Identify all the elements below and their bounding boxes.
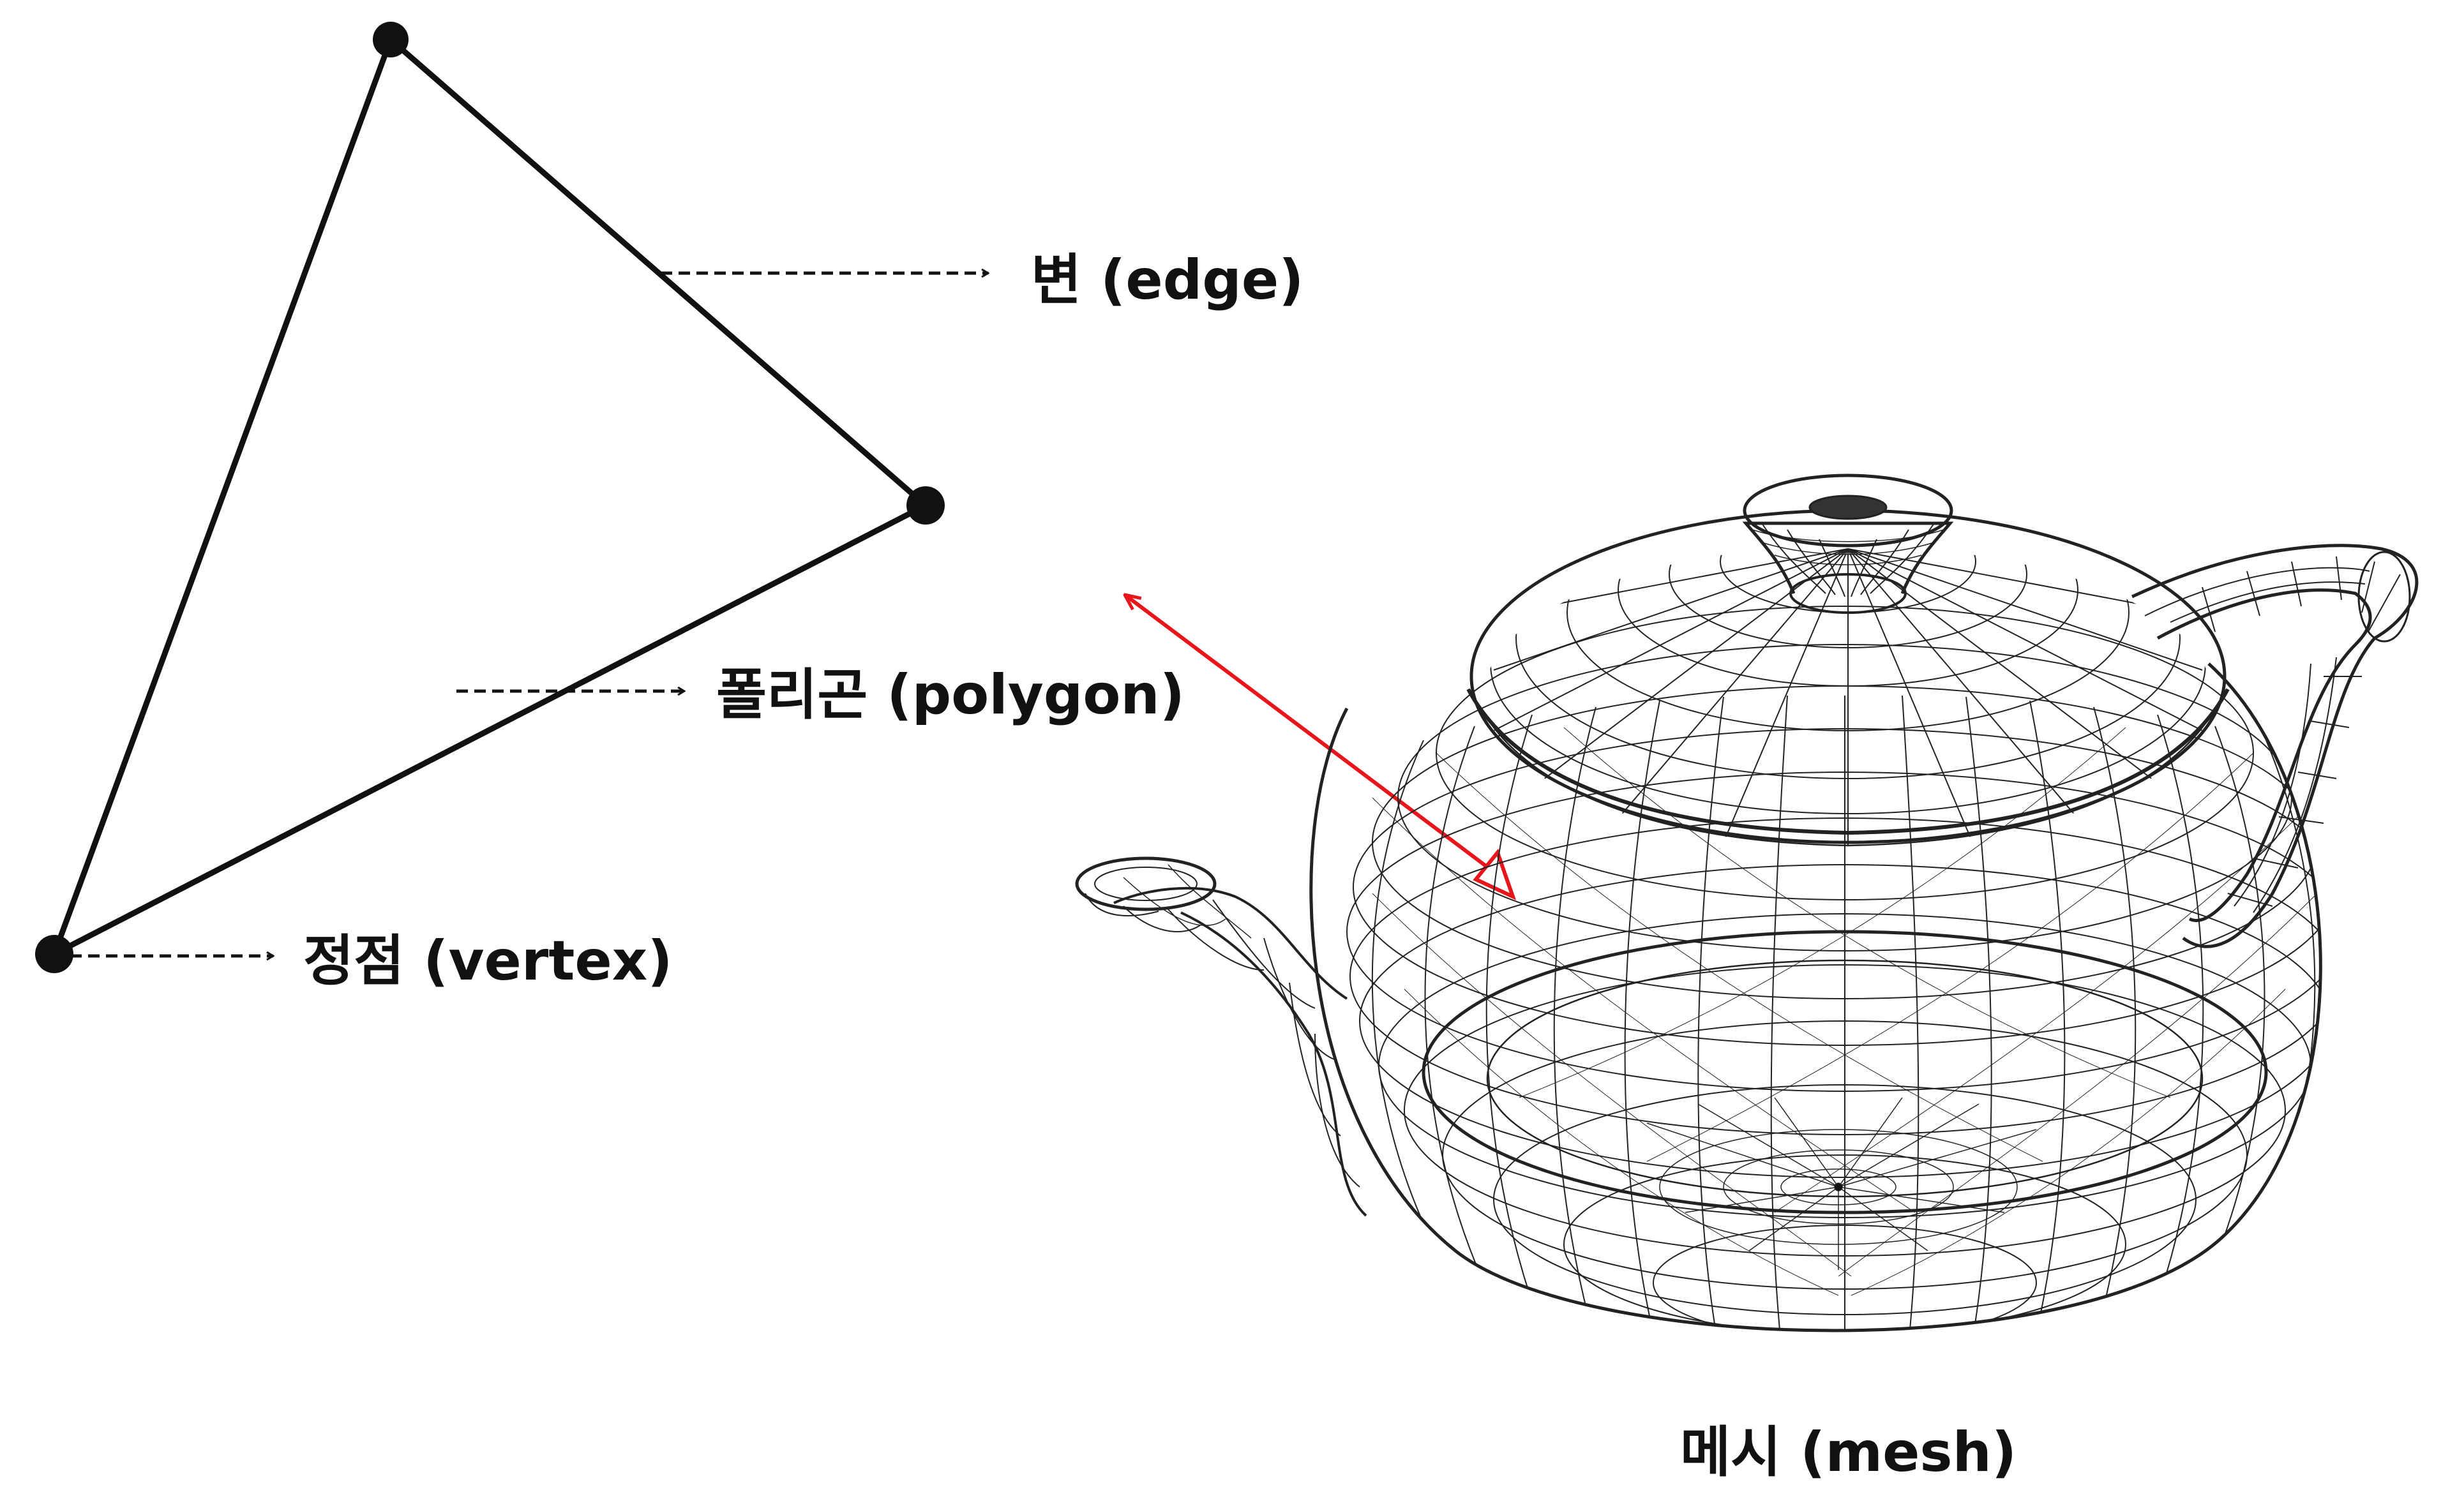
teapot-bottom-pole — [1646, 1097, 2037, 1270]
red-double-arrow — [1125, 595, 1517, 900]
edge-line-bottom — [52, 502, 928, 957]
teapot-body-mesh — [1346, 606, 2321, 1331]
vertex-dot-right — [906, 486, 945, 525]
edge-line-top — [389, 37, 928, 508]
pointer-arrows — [70, 273, 988, 956]
triangle-polygon — [35, 22, 945, 973]
vertex-dot-bottom-left — [35, 935, 73, 973]
teapot-spout — [1075, 856, 1367, 1217]
edge-label: 변 (edge) — [1031, 248, 1303, 312]
vertex-label: 정점 (vertex) — [303, 929, 673, 993]
teapot-lid — [1469, 474, 2227, 846]
wireframe-teapot-icon — [1075, 474, 2419, 1332]
edge-line-left — [51, 38, 394, 955]
vertex-dot-top — [373, 22, 409, 57]
teapot-body-outline — [1309, 662, 2322, 1332]
polygon-label: 폴리곤 (polygon) — [716, 663, 1185, 727]
mesh-label: 메시 (mesh) — [1680, 1421, 2017, 1484]
teapot-handle — [2131, 544, 2419, 948]
teapot-lid-knob — [1742, 474, 1954, 614]
teapot-bottom-ring — [1422, 930, 2268, 1214]
